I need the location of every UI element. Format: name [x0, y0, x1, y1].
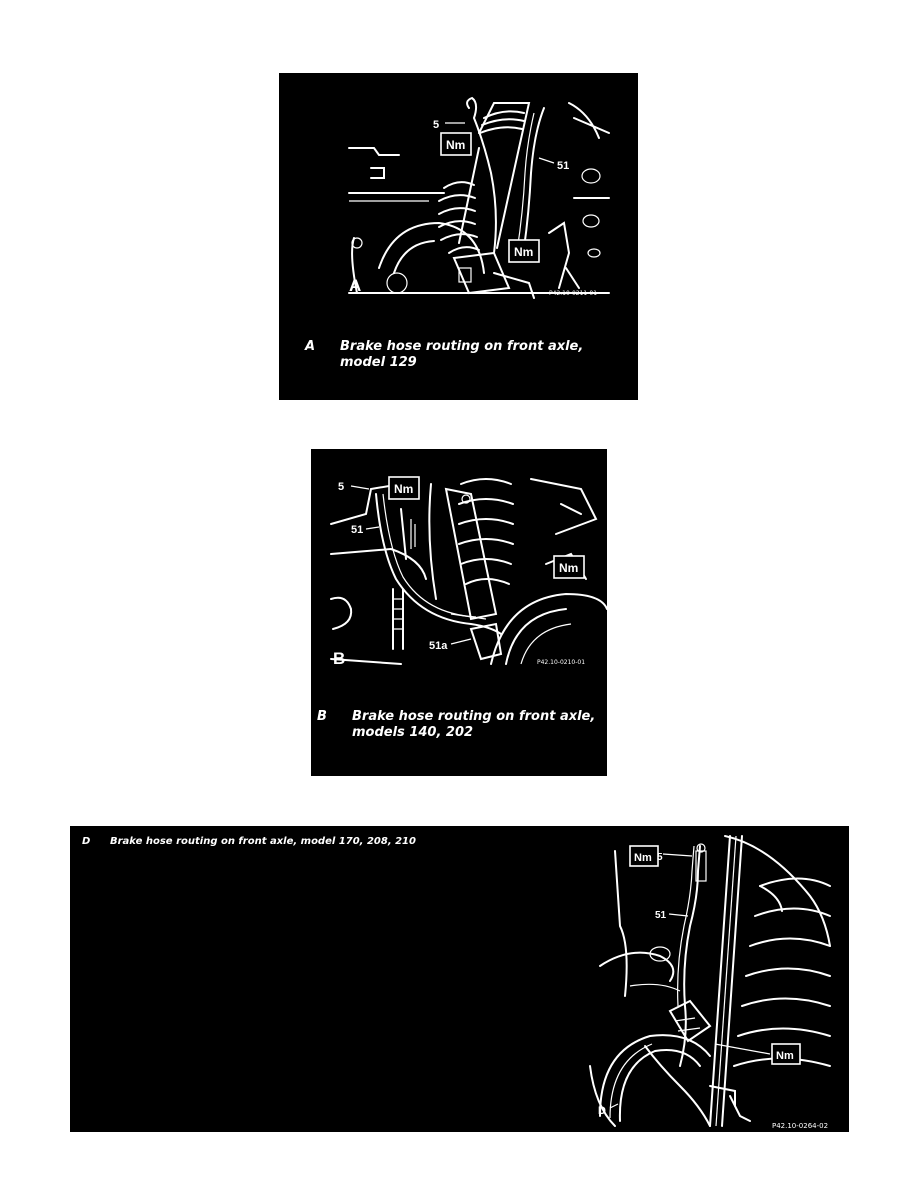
callout-51-a: 51	[557, 160, 569, 172]
svg-text:Nm: Nm	[559, 561, 578, 575]
reference-code-a: P42.10-0211-01	[549, 290, 597, 297]
callout-51a-b: 51a	[429, 640, 448, 652]
callout-5-d: 5	[657, 852, 663, 863]
brake-hose-illustration-b: Nm Nm 5 51 51a B P42.10-0210-01	[330, 476, 607, 668]
caption-line2-a: model 129	[340, 355, 417, 371]
caption-letter-d: D	[82, 836, 91, 847]
figure-panel-a: Nm Nm 5 51 A P42.10-0211-01 A Brake hose…	[279, 73, 638, 400]
torque-box-top-b: Nm	[388, 476, 420, 500]
svg-text:Nm: Nm	[446, 138, 465, 152]
figure-letter-b: B	[333, 649, 345, 668]
callout-51-b: 51	[351, 524, 363, 536]
torque-box-top-a: Nm	[440, 132, 472, 156]
torque-box-bottom-d: Nm	[771, 1043, 801, 1065]
callout-51-d: 51	[655, 910, 667, 921]
caption-letter-a: A	[305, 339, 316, 354]
caption-line1-b: Brake hose routing on front axle,	[352, 709, 596, 724]
figure-letter-a: A	[349, 276, 361, 295]
caption-line2-b: models 140, 202	[352, 725, 474, 741]
caption-line1-a: Brake hose routing on front axle,	[340, 339, 584, 354]
brake-hose-illustration-a: Nm Nm 5 51 A P42.10-0211-01	[348, 96, 610, 299]
callout-5-b: 5	[338, 481, 344, 493]
figure-letter-d: D	[598, 1105, 606, 1117]
caption-letter-b: B	[317, 709, 327, 724]
torque-box-right-b: Nm	[553, 555, 585, 579]
caption-text-d: Brake hose routing on front axle, model …	[110, 836, 416, 847]
reference-code-b: P42.10-0210-01	[537, 659, 585, 666]
svg-text:Nm: Nm	[514, 245, 533, 259]
svg-text:Nm: Nm	[394, 482, 413, 496]
figure-panel-b: Nm Nm 5 51 51a B P42.10-0210-01 B Brake …	[311, 449, 607, 776]
callout-5-a: 5	[433, 119, 439, 131]
figure-panel-d: D Brake hose routing on front axle, mode…	[70, 826, 849, 1132]
torque-box-bottom-a: Nm	[508, 239, 540, 263]
reference-code-d: P42.10-0264-02	[772, 1122, 828, 1130]
torque-box-top-d: Nm	[629, 845, 659, 867]
brake-hose-illustration-d: Nm Nm 5 51 D P42.10-0264-02	[589, 835, 831, 1130]
svg-text:Nm: Nm	[634, 852, 652, 864]
svg-text:Nm: Nm	[776, 1050, 794, 1062]
